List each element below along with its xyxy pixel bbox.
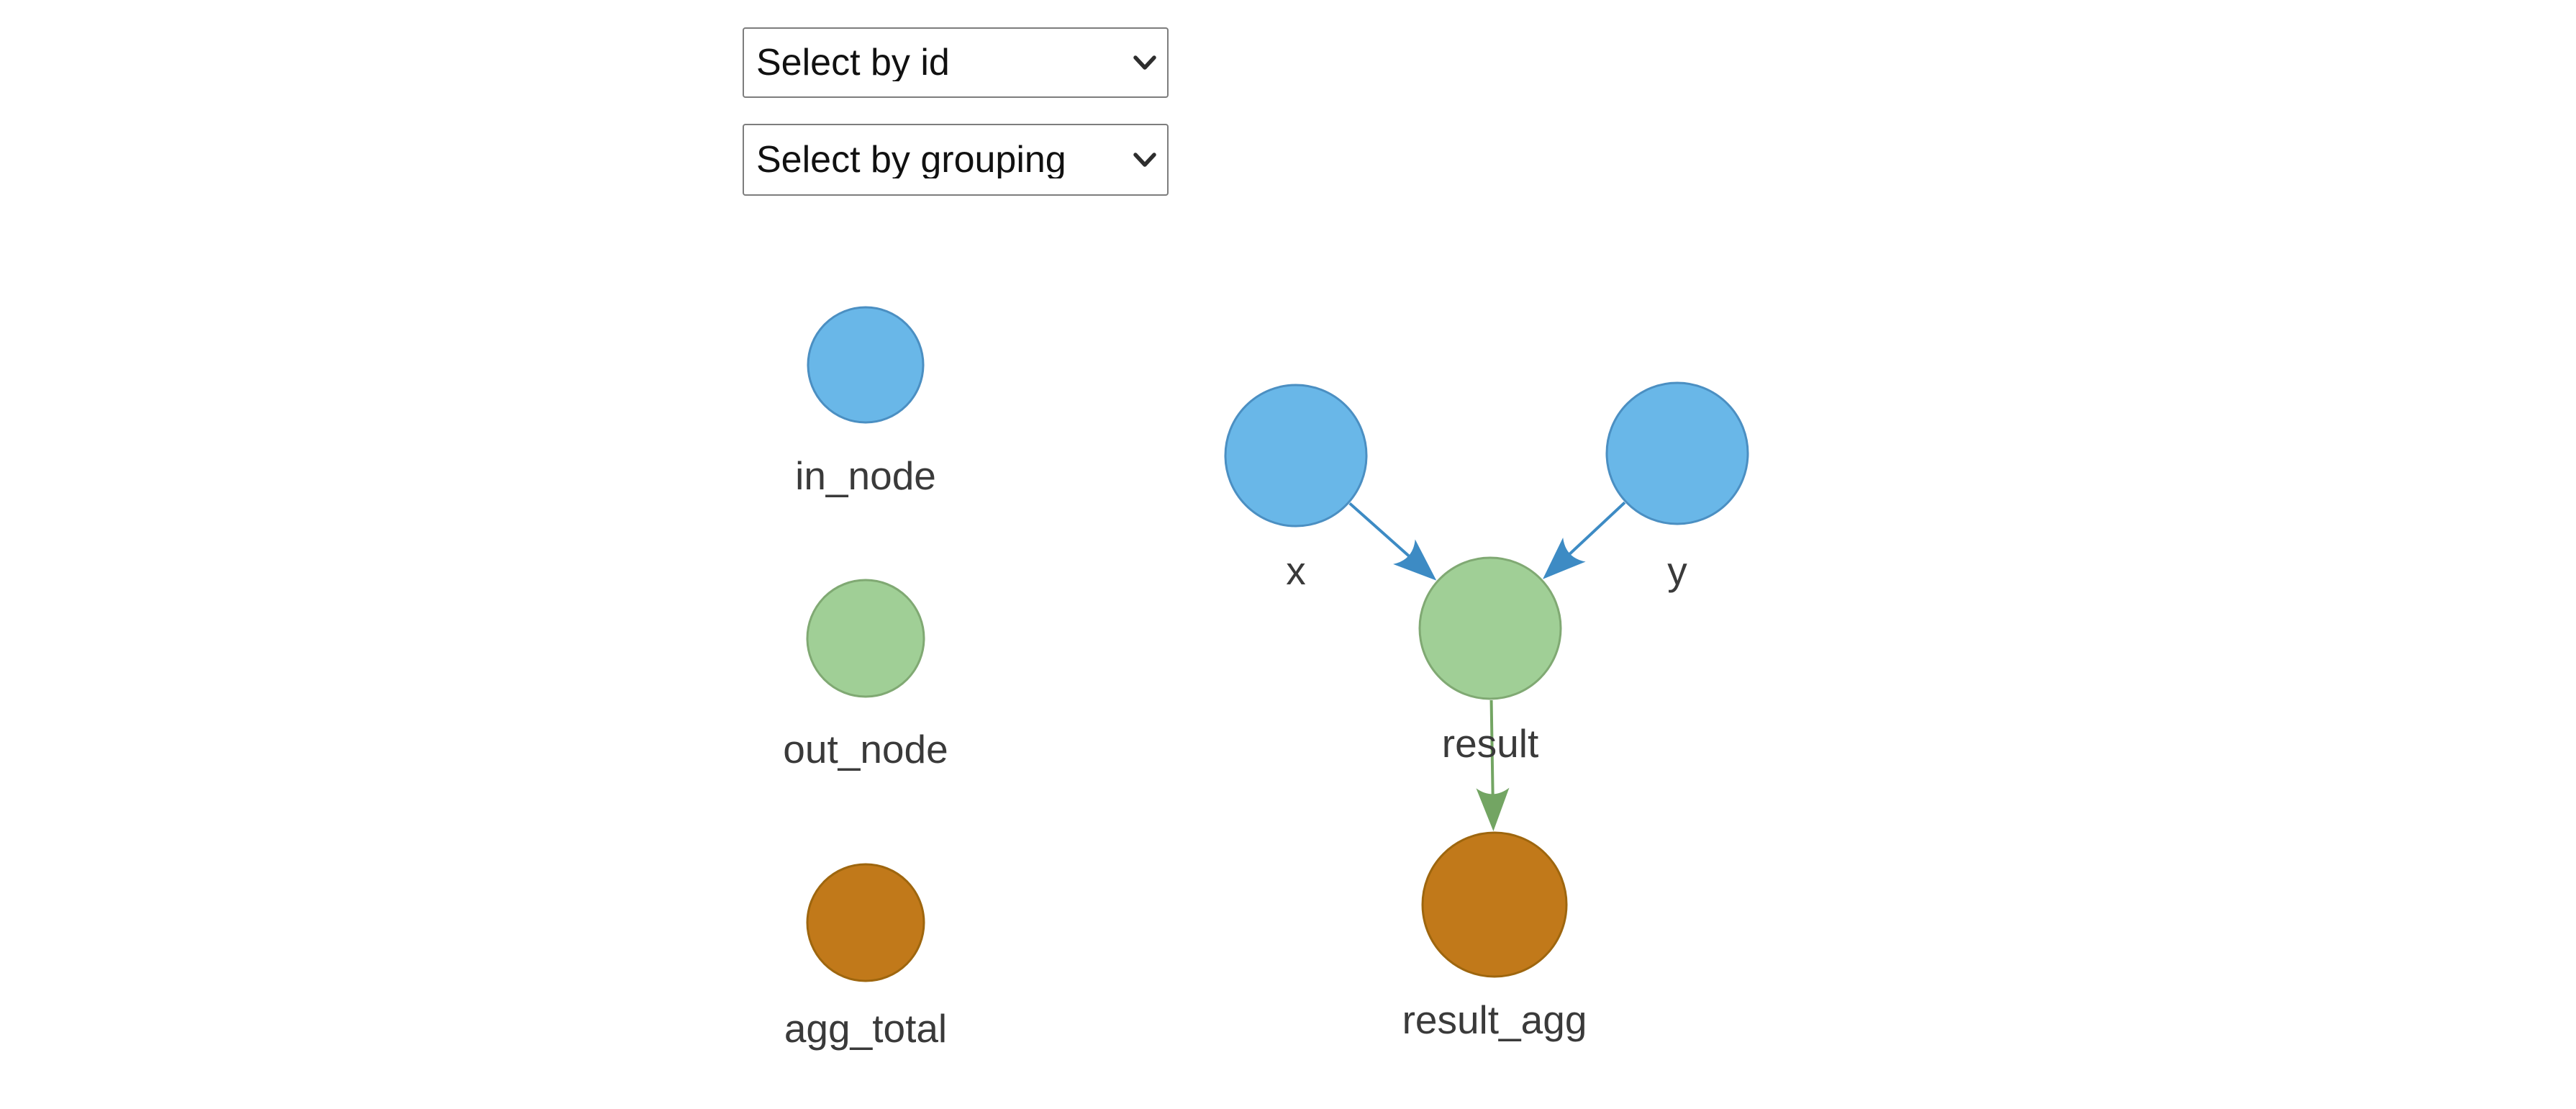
- node-y[interactable]: [1605, 381, 1749, 525]
- node-result[interactable]: [1418, 556, 1562, 700]
- node-label-x: x: [1286, 548, 1306, 593]
- nodes-layer: [1224, 381, 1749, 978]
- arrowhead-y-result: [1543, 537, 1586, 579]
- arrowhead-x-result: [1393, 539, 1437, 581]
- legend-label-in_node: in_node: [795, 453, 936, 498]
- node-label-result: result: [1442, 721, 1539, 766]
- edge-y-result: [1564, 501, 1626, 559]
- edges-layer: [1348, 501, 1626, 832]
- legend-label-agg_total: agg_total: [784, 1006, 947, 1051]
- legend-swatch-agg_total: [806, 863, 925, 982]
- node-label-y: y: [1667, 548, 1687, 593]
- legend: in_node out_node agg_total: [783, 306, 948, 1051]
- node-label-result_agg: result_agg: [1402, 997, 1587, 1042]
- node-result_agg[interactable]: [1421, 831, 1568, 978]
- select-by-grouping-wrap: Select by grouping: [743, 124, 1169, 196]
- legend-swatch-out_node: [806, 579, 925, 698]
- edge-x-result: [1348, 502, 1414, 561]
- node-x[interactable]: [1224, 384, 1368, 528]
- edge-result-result_agg: [1489, 700, 1495, 800]
- legend-label-out_node: out_node: [783, 727, 948, 771]
- legend-swatch-in_node: [807, 306, 925, 424]
- labels-layer: x y result result_agg: [1286, 548, 1687, 1042]
- select-by-id[interactable]: Select by id: [743, 27, 1169, 98]
- arrowhead-result-result_agg: [1476, 787, 1510, 832]
- select-by-grouping[interactable]: Select by grouping: [743, 124, 1169, 196]
- select-by-id-wrap: Select by id: [743, 27, 1169, 98]
